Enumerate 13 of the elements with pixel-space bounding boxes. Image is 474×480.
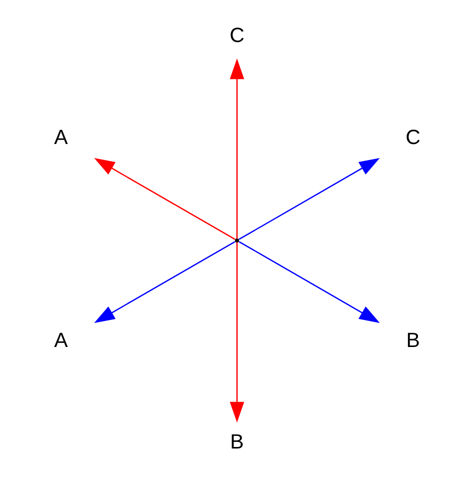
node-text: C [230, 24, 244, 47]
node-text: A [54, 328, 68, 352]
node-text: C [406, 125, 420, 148]
arrow [230, 242, 244, 422]
arrow [238, 158, 380, 240]
arrow [238, 240, 380, 322]
node-point [234, 238, 240, 242]
arrow [94, 240, 236, 322]
node-text: B [406, 328, 420, 352]
node-text: B [230, 430, 244, 454]
arrow [230, 58, 244, 238]
node-text: A [54, 125, 68, 148]
arrow [94, 158, 236, 240]
